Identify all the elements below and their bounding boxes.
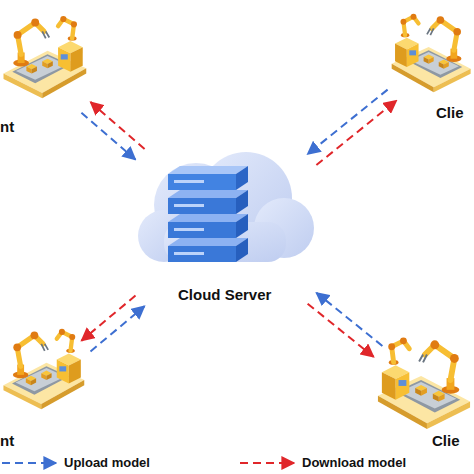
server-node: Cloud Server <box>140 150 312 308</box>
legend-entry: Upload model <box>64 455 150 471</box>
illustration-part <box>168 190 248 198</box>
factory-illustration <box>3 329 84 409</box>
download-arrow <box>91 102 145 149</box>
illustration-part <box>168 222 236 238</box>
node-label: Clie <box>432 432 460 450</box>
cloud-shape <box>138 152 314 262</box>
legend-line-sample <box>2 462 56 464</box>
client-node: Clie <box>378 330 474 450</box>
node-label: Cloud Server <box>178 286 271 304</box>
illustration-part <box>174 252 204 255</box>
download-arrow <box>82 296 136 341</box>
illustration-part <box>174 228 204 231</box>
illustration-part <box>174 204 204 207</box>
illustration-part <box>236 166 248 190</box>
factory-illustration <box>378 337 470 429</box>
illustration-part <box>168 214 248 222</box>
legend-entry: Download model <box>302 455 406 471</box>
server-stack <box>168 166 248 262</box>
upload-arrow <box>316 293 382 346</box>
client-node: nt <box>0 4 86 136</box>
legend-text: Download model <box>302 455 406 470</box>
illustration-part <box>236 238 248 262</box>
upload-arrow <box>308 90 388 155</box>
upload-arrow <box>81 113 135 160</box>
legend-text: Upload model <box>64 455 150 470</box>
illustration-part <box>236 214 248 238</box>
node-label: nt <box>0 118 14 136</box>
illustration-part <box>168 238 248 246</box>
client-node: Clie <box>392 0 474 124</box>
illustration-part <box>168 246 236 262</box>
node-label: nt <box>0 432 14 450</box>
illustration-part <box>392 14 471 93</box>
download-arrow <box>308 304 374 357</box>
client-node: nt <box>0 314 86 450</box>
factory-illustration <box>4 16 87 98</box>
factory-illustration <box>392 14 471 93</box>
illustration-part <box>164 222 286 262</box>
node-label: Clie <box>436 104 464 122</box>
illustration-part <box>168 174 236 190</box>
illustration-part <box>168 166 248 174</box>
download-arrow <box>316 101 396 166</box>
illustration-part <box>168 198 236 214</box>
illustration-part <box>174 180 204 183</box>
upload-arrow <box>90 306 144 351</box>
illustration-part <box>378 337 470 429</box>
legend-line-sample <box>240 462 294 464</box>
illustration-part <box>236 190 248 214</box>
